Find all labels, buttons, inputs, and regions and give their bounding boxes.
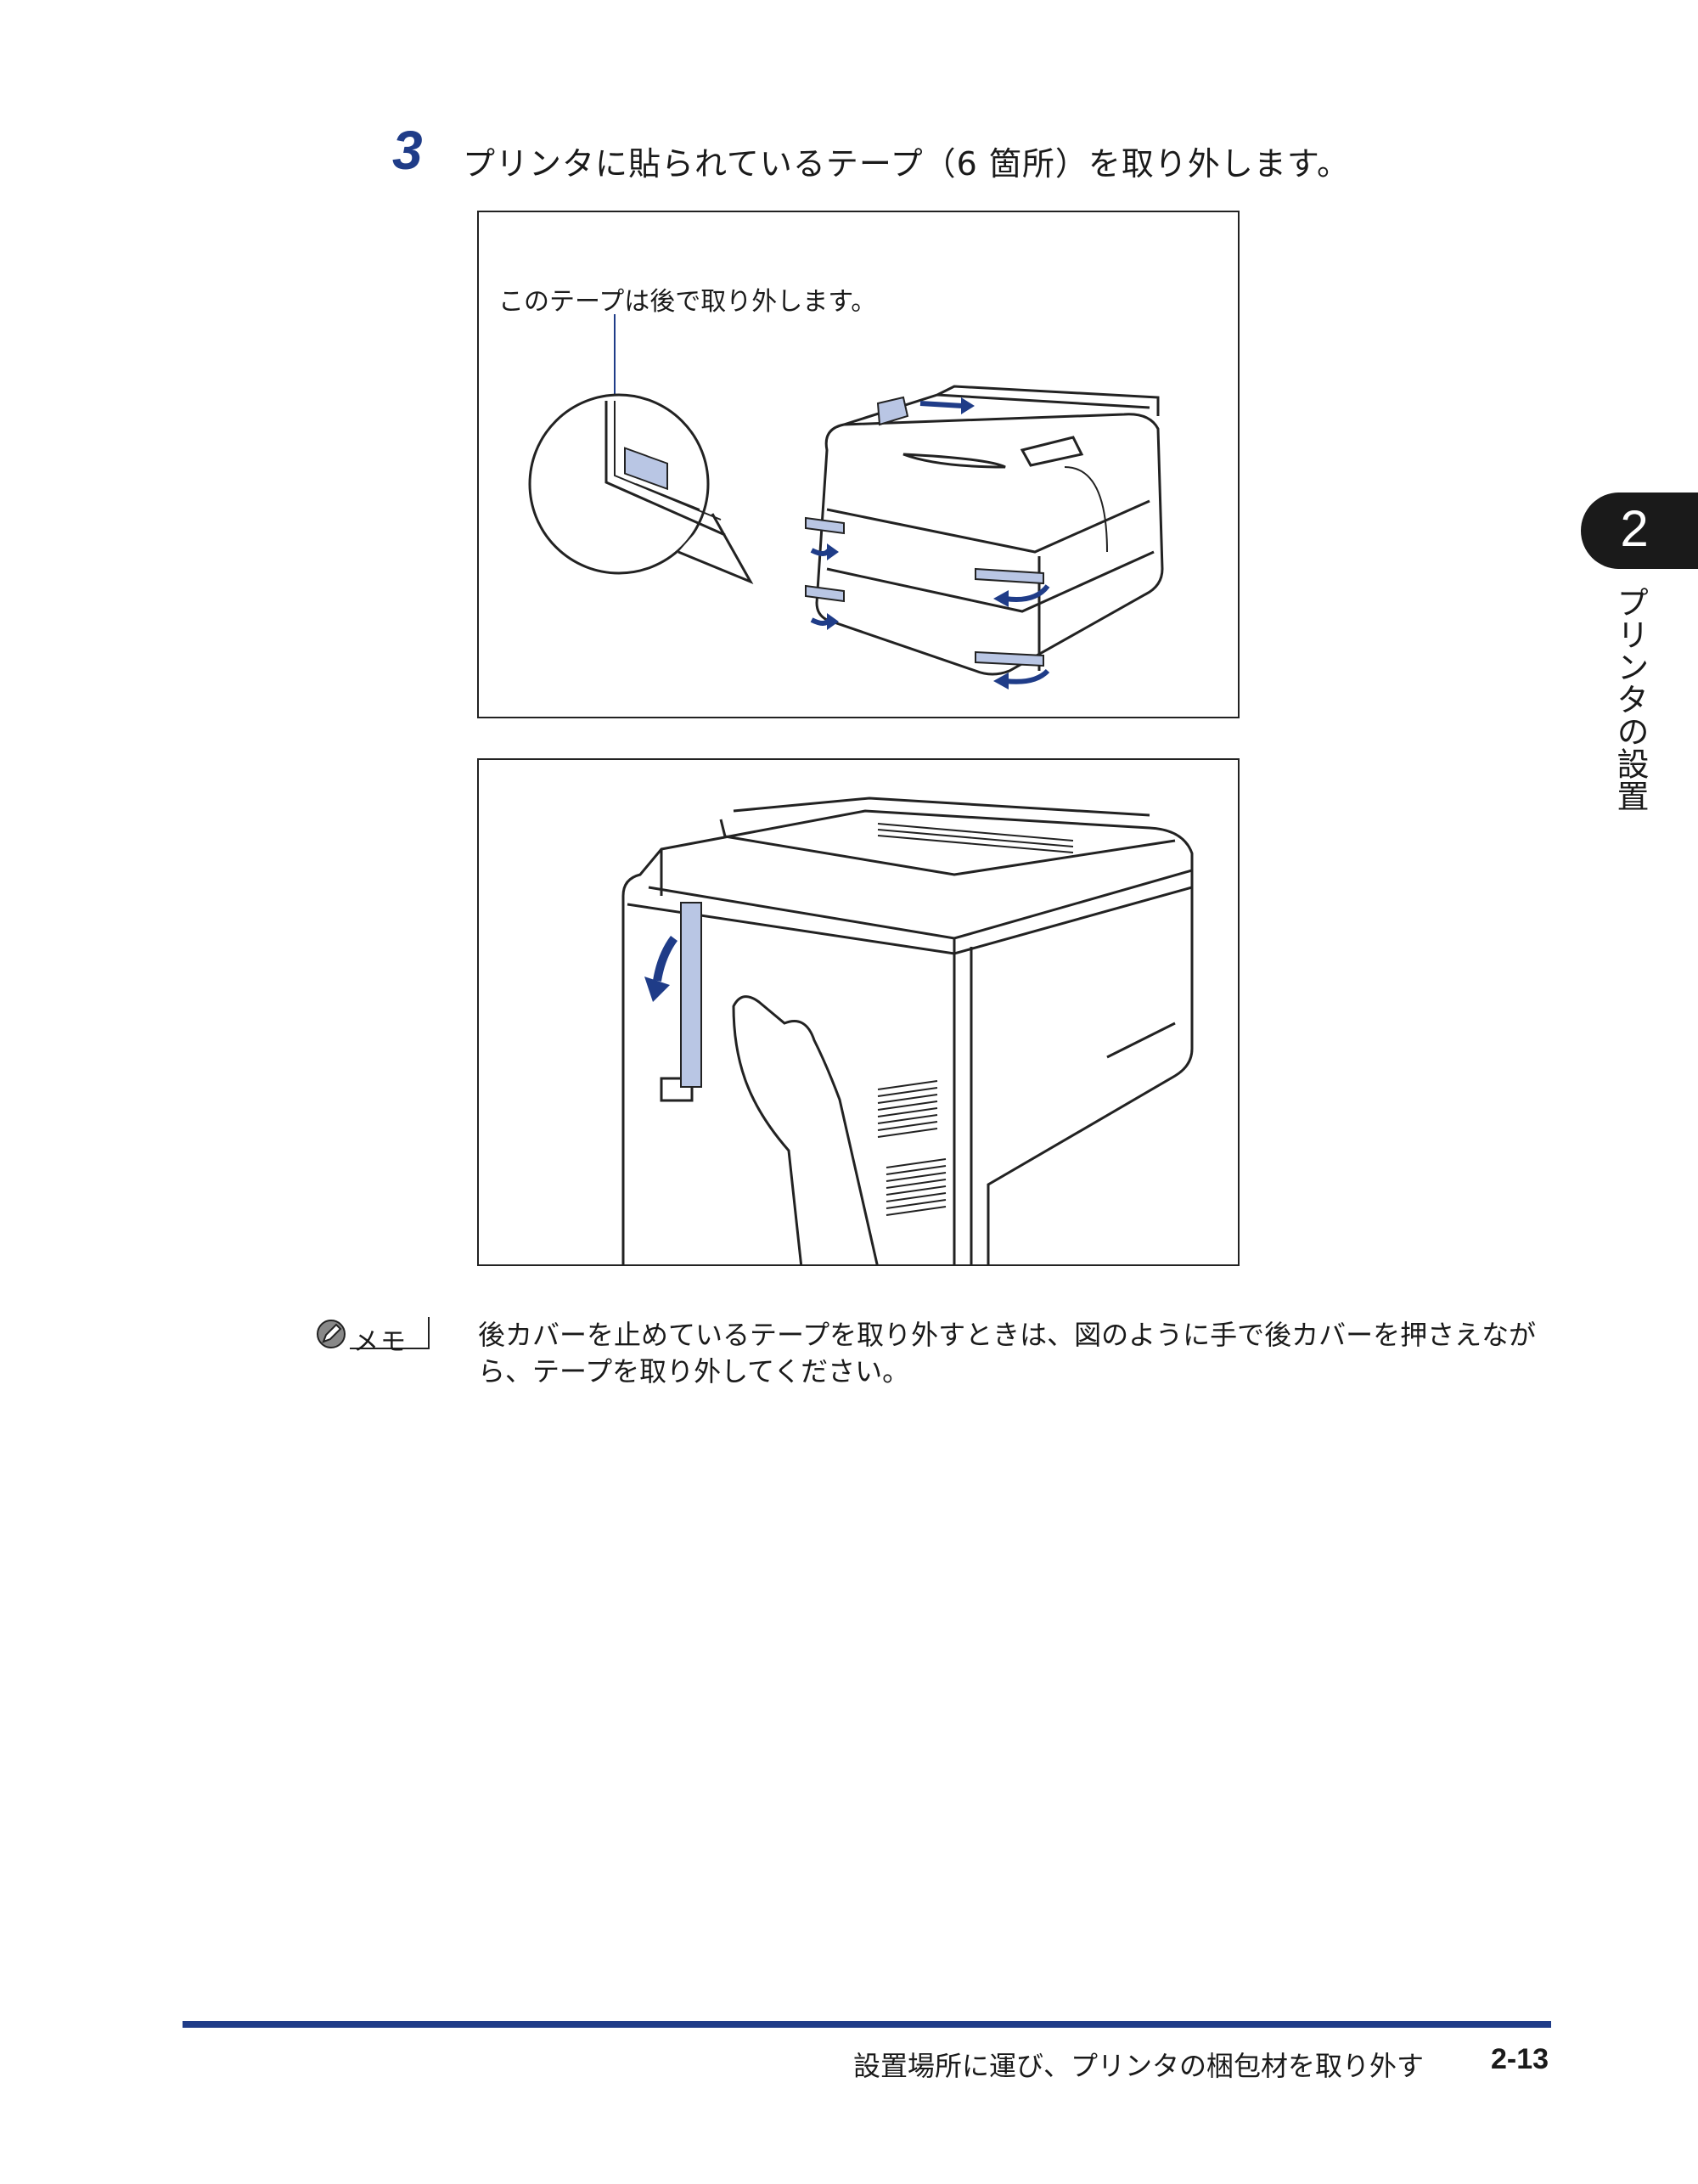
- chapter-tab: [1581, 493, 1698, 569]
- step-number: 3: [392, 120, 423, 181]
- memo-text: 後カバーを止めているテープを取り外すときは、図のように手で後カバーを押さえながら…: [478, 1319, 1537, 1388]
- pull-arrow: [644, 936, 678, 1002]
- tape-callout: このテープは後で取り外します。: [498, 287, 877, 317]
- printer-rear-body: [621, 796, 1194, 1264]
- illustration-printer-rear-tape: [477, 758, 1240, 1266]
- hand: [732, 995, 879, 1264]
- shipping-tapes: [805, 396, 1044, 667]
- page-number: 2-13: [1491, 2043, 1549, 2075]
- memo-label: メモ: [353, 1327, 408, 1357]
- printer-front-drawing: [528, 314, 1164, 690]
- chapter-title: プリンタの設置: [1611, 586, 1649, 812]
- removal-arrows: [810, 397, 1050, 690]
- memo-badge: メモ: [316, 1317, 431, 1357]
- pencil-icon: [317, 1320, 346, 1348]
- memo-box: [350, 1317, 430, 1349]
- printer-body: [815, 385, 1164, 676]
- footer-rule: [183, 2021, 1551, 2028]
- vent-grilles: [877, 823, 1074, 1216]
- illustration-printer-front-tapes: このテープは後で取り外します。: [477, 211, 1240, 718]
- chapter-number: 2: [1620, 500, 1649, 557]
- zoom-circle: [528, 393, 754, 585]
- printer-rear-drawing: [621, 796, 1194, 1264]
- step-instruction: プリンタに貼られているテープ（6 箇所）を取り外します。: [463, 145, 1351, 183]
- rear-cover-tape: [680, 902, 702, 1088]
- footer-section-title: 設置場所に運び、プリンタの梱包材を取り外す: [853, 2050, 1425, 2082]
- power-socket: [660, 1077, 694, 1102]
